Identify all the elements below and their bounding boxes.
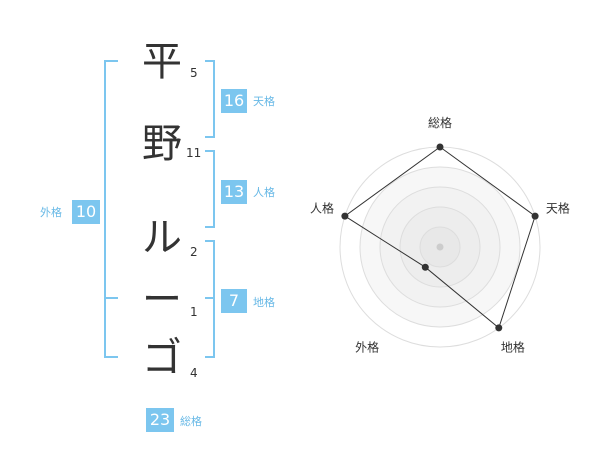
radar-point-5	[341, 212, 349, 220]
gaikaku-bracket	[104, 60, 118, 358]
radar-area	[344, 146, 536, 329]
soukaku-label: 総格	[180, 415, 202, 428]
tenkaku-label: 天格	[253, 95, 275, 108]
name-char-3: ル	[142, 215, 182, 261]
radar-center-dot	[436, 243, 444, 251]
radar-point-2	[531, 212, 539, 220]
chikaku-divider	[205, 297, 215, 299]
stroke-count-3: 2	[190, 245, 198, 259]
tenkaku-bracket	[205, 60, 215, 138]
tenkaku-badge: 16	[221, 89, 247, 113]
jinkaku-bracket	[205, 150, 215, 228]
name-char-5: ゴ	[142, 335, 182, 381]
jinkaku-badge: 13	[221, 180, 247, 204]
radar-point-1	[436, 143, 444, 151]
name-char-1: 平	[142, 39, 182, 85]
soukaku-badge: 23	[146, 408, 174, 432]
gaikaku-badge: 10	[72, 200, 100, 224]
stroke-count-5: 4	[190, 366, 198, 380]
gaikaku-label: 外格	[40, 206, 62, 219]
chikaku-bracket	[205, 240, 215, 358]
name-char-4: ー	[142, 277, 182, 323]
stroke-count-1: 5	[190, 66, 198, 80]
radar-point-3	[495, 324, 503, 332]
name-char-2: 野	[142, 121, 182, 167]
radar-axis-label-1: 総格	[428, 115, 452, 130]
radar-axis-label-2: 天格	[546, 201, 570, 216]
radar-axis-label-4: 外格	[355, 339, 379, 354]
chikaku-badge: 7	[221, 289, 247, 313]
radar-axis-label-5: 人格	[310, 201, 334, 216]
stroke-count-4: 1	[190, 305, 198, 319]
bracket-divider	[104, 297, 118, 299]
radar-axis-label-3: 地格	[501, 339, 525, 354]
jinkaku-label: 人格	[253, 186, 275, 199]
chikaku-label: 地格	[253, 296, 275, 309]
stroke-count-2: 11	[186, 146, 202, 160]
radar-point-4	[421, 263, 429, 271]
